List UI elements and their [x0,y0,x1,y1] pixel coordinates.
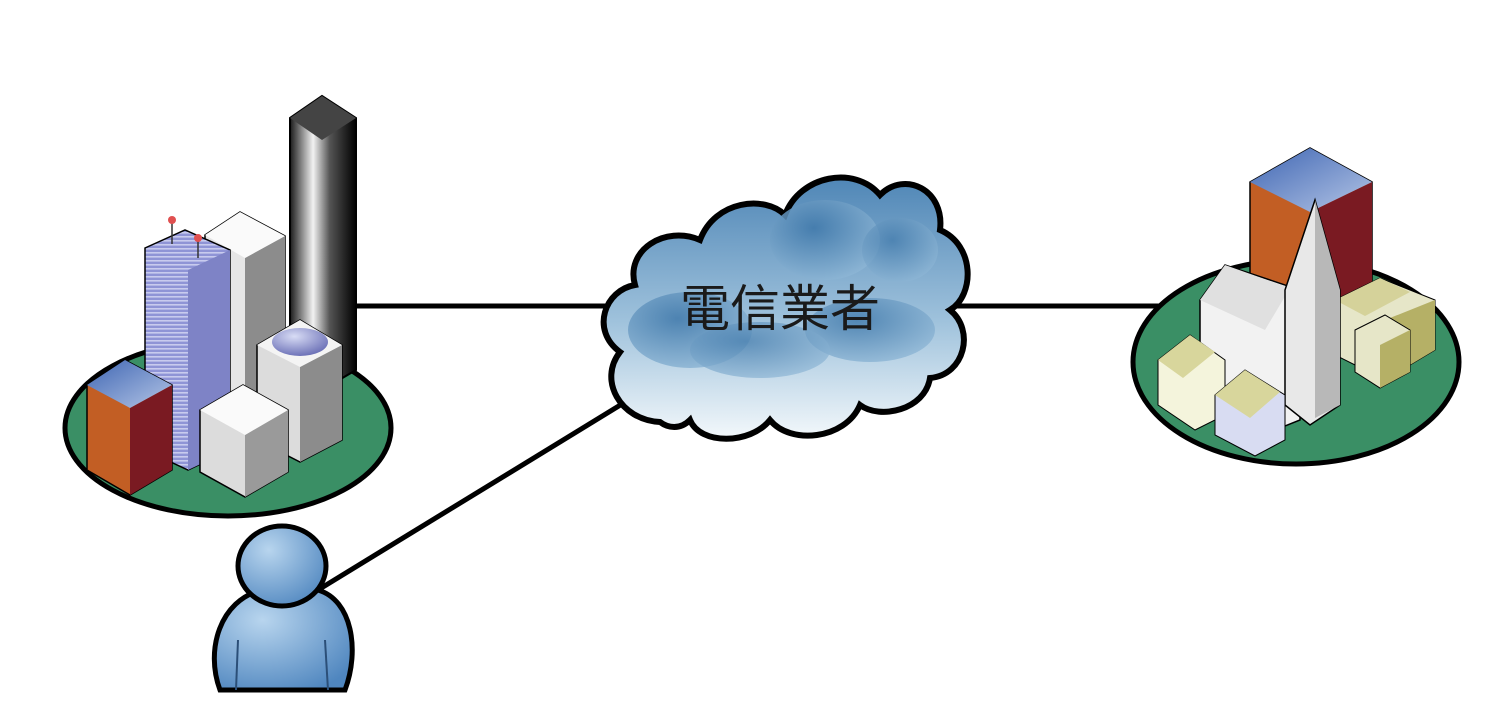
small-town-icon [1130,147,1462,467]
link-user-cloud [316,390,642,593]
user-icon [211,523,355,693]
cloud-label: 電信業者 [680,280,880,338]
cloud-icon: 電信業者 [600,174,971,442]
connection-lines [316,303,1190,593]
city-skyline-icon [62,94,394,519]
